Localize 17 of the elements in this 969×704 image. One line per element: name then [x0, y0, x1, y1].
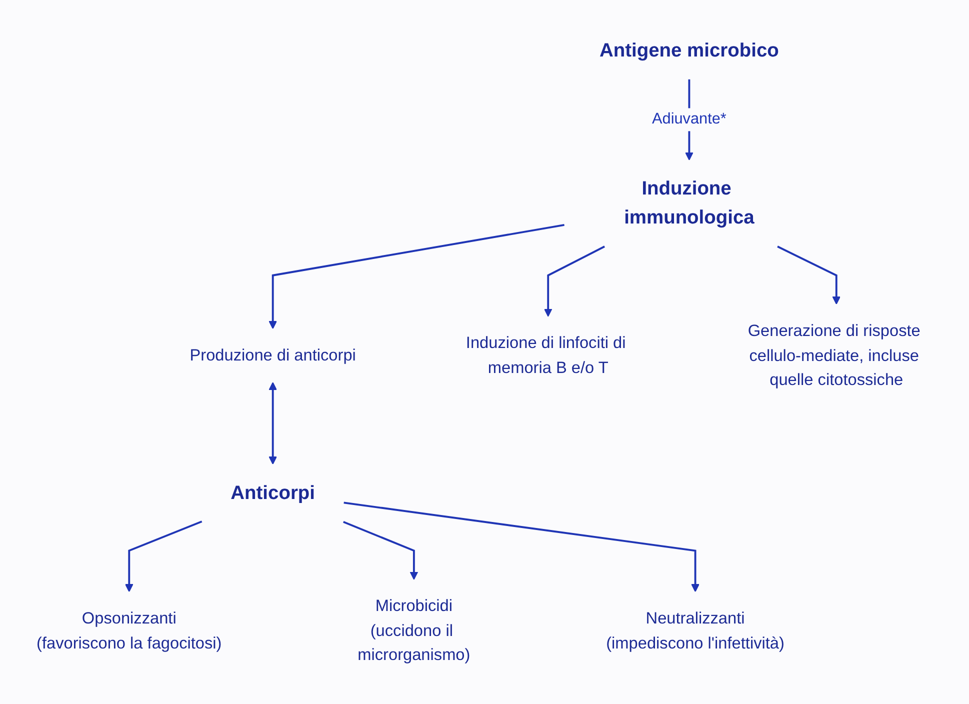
- node-text: Antigene microbico: [600, 40, 779, 62]
- arrow: [777, 246, 841, 305]
- node-text: Induzione immunologica: [624, 178, 754, 229]
- node-text: Anticorpi: [230, 482, 316, 504]
- arrow: [268, 224, 564, 330]
- arrow: [544, 246, 605, 318]
- node-text: Induzione di linfociti di memoria B e/o T: [466, 334, 626, 377]
- node-text: Generazione di risposte cellulo-mediate, incluse quelle citotossiche: [748, 322, 920, 389]
- edge-label: Adiuvante*: [652, 111, 726, 128]
- arrow: [124, 520, 202, 592]
- node-text: Produzione di anticorpi: [190, 346, 356, 364]
- arrow: [268, 382, 278, 465]
- arrow: [343, 521, 418, 580]
- node-text: Opsonizzanti (favoriscono la fagocitosi): [36, 609, 222, 652]
- node-text: Neutralizzanti (impediscono l'infettività): [606, 609, 784, 652]
- arrow: [344, 502, 700, 592]
- node-text: Microbicidi (uccidono il microrganismo): [358, 597, 470, 664]
